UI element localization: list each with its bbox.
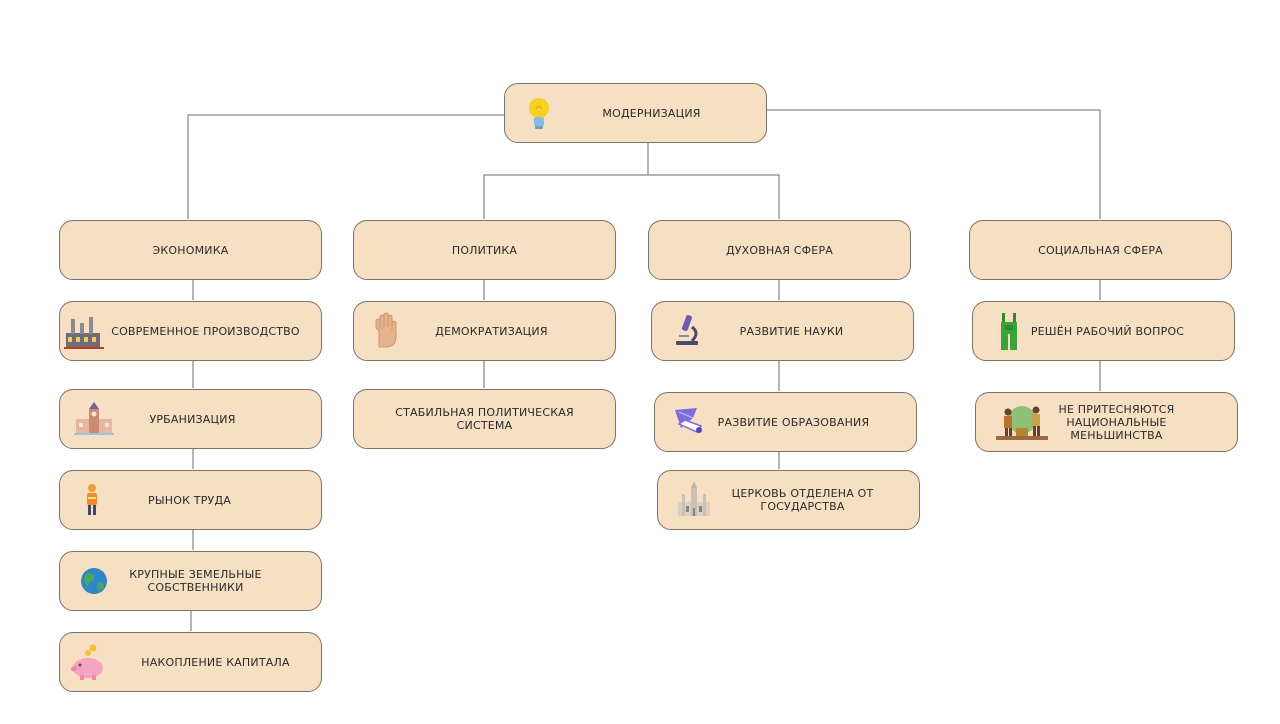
node-label: СОЦИАЛЬНАЯ СФЕРА [1038,243,1163,257]
node-urbanization[interactable]: УРБАНИЗАЦИЯ [59,389,322,449]
lightbulb-icon [517,91,561,135]
node-label: ДЕМОКРАТИЗАЦИЯ [435,324,548,338]
node-label: РАЗВИТИЕ НАУКИ [739,324,844,338]
worker-icon [70,478,114,522]
node-branch-politics[interactable]: ПОЛИТИКА [353,220,616,280]
node-label: СТАБИЛЬНАЯ ПОЛИТИЧЕСКАЯ СИСТЕМА [395,406,574,432]
node-church-separated[interactable]: ЦЕРКОВЬ ОТДЕЛЕНА ОТ ГОСУДАРСТВА [657,470,920,530]
node-stable-political-system[interactable]: СТАБИЛЬНАЯ ПОЛИТИЧЕСКАЯ СИСТЕМА [353,389,616,449]
overalls-icon [987,309,1031,353]
node-root[interactable]: МОДЕРНИЗАЦИЯ [504,83,767,143]
piggy-bank-icon [66,640,110,684]
cathedral-icon [672,478,716,522]
node-label: СОВРЕМЕННОЕ ПРОИЗВОДСТВО [111,324,300,338]
node-landowners[interactable]: КРУПНЫЕ ЗЕМЕЛЬНЫЕ СОБСТВЕННИКИ [59,551,322,611]
connector-root-social [766,109,1101,219]
node-labor-market[interactable]: РЫНОК ТРУДА [59,470,322,530]
node-branch-economy[interactable]: ЭКОНОМИКА [59,220,322,280]
education-icon [667,400,711,444]
node-capital-accumulation[interactable]: НАКОПЛЕНИЕ КАПИТАЛА [59,632,322,692]
node-branch-social[interactable]: СОЦИАЛЬНАЯ СФЕРА [969,220,1232,280]
node-label: НЕ ПРИТЕСНЯЮТСЯ НАЦИОНАЛЬНЫЕ МЕНЬШИНСТВА [1058,402,1175,442]
node-science-development[interactable]: РАЗВИТИЕ НАУКИ [651,301,914,361]
people-icon [992,400,1052,444]
node-label: МОДЕРНИЗАЦИЯ [602,106,701,120]
node-minorities-not-oppressed[interactable]: НЕ ПРИТЕСНЯЮТСЯ НАЦИОНАЛЬНЫЕ МЕНЬШИНСТВА [975,392,1238,452]
globe-icon [72,559,116,603]
node-label: РЫНОК ТРУДА [148,493,231,507]
node-democratization[interactable]: ДЕМОКРАТИЗАЦИЯ [353,301,616,361]
connector-root-spirit [648,174,780,219]
raised-hand-icon [364,309,408,353]
node-education-development[interactable]: РАЗВИТИЕ ОБРАЗОВАНИЯ [654,392,917,452]
connector-root-economy [187,114,505,219]
connector-root-politics [483,174,648,219]
node-label: ЦЕРКОВЬ ОТДЕЛЕНА ОТ ГОСУДАРСТВА [731,487,874,513]
node-label: КРУПНЫЕ ЗЕМЕЛЬНЫЕ СОБСТВЕННИКИ [129,568,262,594]
microscope-icon [664,309,708,353]
node-label: РАЗВИТИЕ ОБРАЗОВАНИЯ [717,415,870,429]
node-modern-production[interactable]: СОВРЕМЕННОЕ ПРОИЗВОДСТВО [59,301,322,361]
node-label: ПОЛИТИКА [451,243,518,257]
city-icon [72,397,116,441]
node-label: УРБАНИЗАЦИЯ [149,412,236,426]
node-branch-spirit[interactable]: ДУХОВНАЯ СФЕРА [648,220,911,280]
node-label: НАКОПЛЕНИЕ КАПИТАЛА [141,655,290,669]
node-label: РЕШЁН РАБОЧИЙ ВОПРОС [1030,324,1185,338]
factory-icon [62,309,106,353]
node-label: ЭКОНОМИКА [152,243,229,257]
node-labor-question-solved[interactable]: РЕШЁН РАБОЧИЙ ВОПРОС [972,301,1235,361]
node-label: ДУХОВНАЯ СФЕРА [725,243,834,257]
